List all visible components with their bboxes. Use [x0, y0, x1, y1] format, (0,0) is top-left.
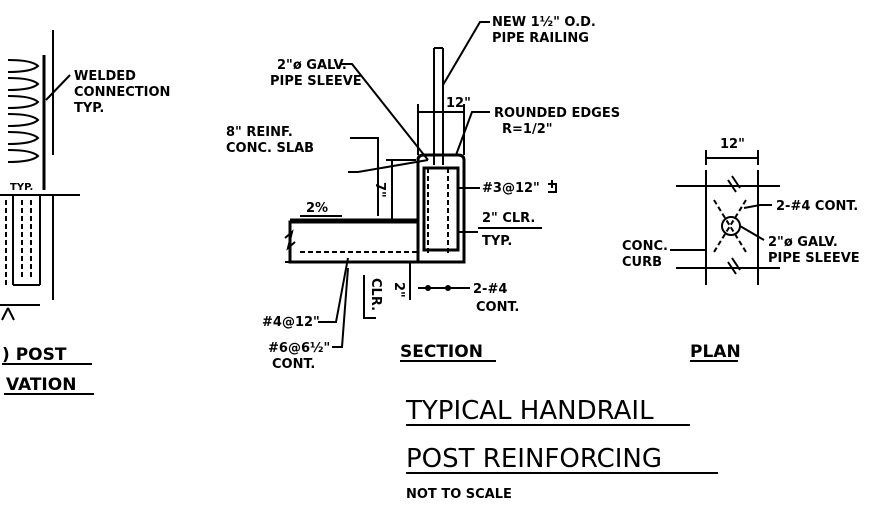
- bars24-label-1: 2-#4: [473, 282, 507, 297]
- section-title: SECTION: [400, 342, 483, 362]
- elevation-view: WELDED CONNECTION TYP. TYP. ) POST VATIO…: [0, 30, 170, 395]
- elevation-typ-label: TYP.: [10, 182, 33, 193]
- plan-pipe-sleeve: [721, 216, 741, 236]
- slab-break: [284, 229, 296, 251]
- slope-label: 2%: [306, 201, 328, 216]
- main-title-line1: TYPICAL HANDRAIL: [405, 396, 654, 426]
- slab-label-2: CONC. SLAB: [226, 141, 314, 156]
- pipe-sleeve-label-2: PIPE SLEEVE: [270, 74, 362, 89]
- main-title: TYPICAL HANDRAIL POST REINFORCING NOT TO…: [405, 396, 718, 502]
- plan-break-top: [727, 175, 741, 193]
- plan-dim-12: [705, 150, 759, 165]
- clr-typ-label-2: TYP.: [482, 234, 512, 249]
- dim-7-line: [386, 159, 416, 222]
- dim-2-label: 2": [391, 282, 406, 298]
- plan-bars: [713, 199, 747, 253]
- bar6-label-2: CONT.: [272, 357, 315, 372]
- elevation-title-line2: VATION: [6, 375, 76, 395]
- bar4-leader: [318, 257, 349, 323]
- weld-leader: [45, 74, 71, 101]
- clr-label: CLR.: [368, 278, 383, 311]
- plan-curb-sides: [705, 170, 759, 285]
- plan-bars-leader: [743, 204, 772, 209]
- plan-bars-label: 2-#4 CONT.: [776, 199, 858, 214]
- elevation-break: [1, 307, 15, 321]
- elevation-post-outline: [12, 195, 41, 286]
- plan-curb-label-2: CURB: [622, 255, 662, 270]
- new-pipe-label-1: NEW 1½" O.D.: [492, 15, 596, 30]
- not-to-scale-label: NOT TO SCALE: [406, 487, 512, 502]
- slab-label-1: 8" REINF.: [226, 125, 293, 140]
- dim-12-line: [417, 104, 465, 155]
- plan-title: PLAN: [690, 342, 741, 362]
- plan-curb-label-1: CONC.: [622, 239, 668, 254]
- pipe-sleeve-leader: [348, 159, 429, 173]
- pipe-sleeve-label-1: 2"ø GALV.: [277, 58, 347, 73]
- plan-sleeve-leader: [739, 225, 765, 241]
- bar6-label-1: #6@6½": [268, 341, 330, 356]
- bar4-label: #4@12": [262, 315, 320, 330]
- plan-view: 12" 2-#4 CONT. CONC. CURB 2"ø GALV. PIPE…: [622, 137, 860, 362]
- new-pipe-label-2: PIPE RAILING: [492, 31, 589, 46]
- plan-dim-12-label: 12": [720, 137, 745, 152]
- clr-typ-label-1: 2" CLR.: [482, 211, 535, 226]
- section-view: 12" 7" 2" CLR. NEW 1½" O.D. PIPE RAILING…: [226, 15, 620, 372]
- welded-connection-label-3: TYP.: [74, 101, 104, 116]
- elevation-title-line1: ) POST: [2, 345, 67, 365]
- pipe-railing-leader: [442, 21, 490, 86]
- plan-break-bottom: [727, 257, 741, 275]
- main-title-line2: POST REINFORCING: [406, 444, 662, 474]
- pipe-railing: [433, 47, 444, 165]
- weld-zigzag: [7, 59, 40, 163]
- stirrup: [422, 166, 460, 252]
- plan-sleeve-label-1: 2"ø GALV.: [768, 235, 838, 250]
- welded-connection-label-1: WELDED: [74, 69, 136, 84]
- bars24-label-2: CONT.: [476, 300, 519, 315]
- curb-outline: [288, 153, 466, 264]
- pipe-sleeve-dash: [427, 168, 449, 255]
- bar6-leader: [332, 267, 349, 348]
- stirrup-label: #3@12": [482, 181, 540, 196]
- rounded-edges-label-2: R=1/2": [502, 122, 553, 137]
- rounded-edges-leader: [455, 111, 490, 156]
- plan-sleeve-label-2: PIPE SLEEVE: [768, 251, 860, 266]
- dim-7-label: 7": [372, 182, 387, 198]
- slab-leader: [350, 137, 379, 216]
- dim-12-label: 12": [446, 96, 471, 111]
- elevation-sleeve-dash: [21, 200, 32, 280]
- rounded-edges-label-1: ROUNDED EDGES: [494, 106, 620, 121]
- welded-connection-label-2: CONNECTION: [74, 85, 170, 100]
